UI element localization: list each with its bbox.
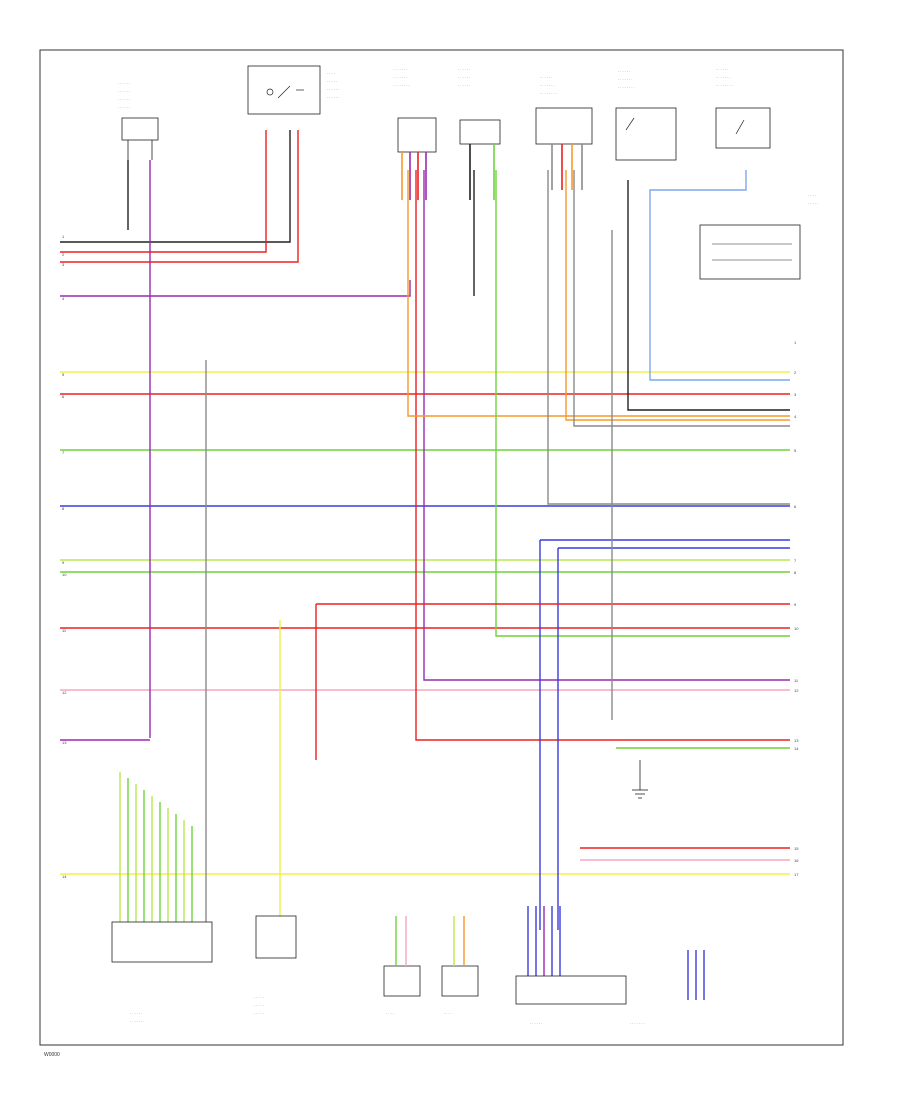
wire-harness — [60, 130, 790, 930]
svg-text:. . . . . . .: . . . . . . . — [630, 1020, 644, 1025]
svg-text:15: 15 — [794, 846, 799, 851]
svg-text:. . . . . . . .: . . . . . . . . — [540, 90, 557, 95]
svg-text:. . . . .: . . . . . — [254, 1002, 264, 1007]
svg-text:6: 6 — [62, 394, 65, 399]
svg-text:. . . . . .: . . . . . . — [530, 1020, 542, 1025]
svg-text:. . . . . . . .: . . . . . . . . — [393, 82, 410, 87]
svg-text:4: 4 — [62, 296, 65, 301]
pin-labels-left: 1 2 3 4 5 6 7 8 9 10 11 12 13 14 — [62, 234, 67, 879]
bottom-sensors: . . . . . . . . . . . . . . . . . . . . … — [254, 915, 479, 1015]
svg-text:14: 14 — [62, 874, 67, 879]
svg-text:2: 2 — [794, 370, 797, 375]
svg-text:. . . . .: . . . . . — [254, 1010, 264, 1015]
svg-text:. . . . . . .: . . . . . . . — [130, 1018, 144, 1023]
svg-text:. . . .: . . . . — [444, 1010, 452, 1015]
svg-text:. . . . . .: . . . . . . — [618, 68, 630, 73]
svg-text:. . . . . .: . . . . . . — [327, 86, 339, 91]
svg-text:. . . . . . .: . . . . . . . — [393, 66, 407, 71]
svg-text:. . . . . . .: . . . . . . . — [618, 76, 632, 81]
bottom-left-connector: . . . . . . . . . . . . . — [111, 772, 213, 1023]
component-right-front-sensor-a: . . . . . . . . . . . . . . . . . . . . … — [393, 66, 437, 153]
svg-text:. . . . . .: . . . . . . — [130, 1010, 142, 1015]
pin-labels-right: 1 2 3 4 5 6 7 8 9 10 11 12 13 14 15 16 1… — [794, 340, 799, 877]
bottom-right-connectors: . . . . . . . . . . . . . — [515, 906, 705, 1025]
component-fuel-relay: . . . . . . . . . . . . . . . . . . . . … — [247, 65, 339, 115]
svg-text:. . . . . . .: . . . . . . . — [393, 74, 407, 79]
svg-text:2: 2 — [62, 252, 65, 257]
svg-text:. . . . . .: . . . . . . — [458, 82, 470, 87]
svg-text:. . . . . . . .: . . . . . . . . — [618, 84, 635, 89]
svg-text:8: 8 — [62, 506, 65, 511]
connector-stubs — [401, 144, 583, 200]
abs-control-module: . . . . . . . . . — [699, 192, 818, 280]
component-right-rear-sensor: . . . . . . . . . . . . . . . . . . . . … — [715, 66, 771, 149]
svg-text:. . . . . .: . . . . . . — [540, 74, 552, 79]
svg-text:4: 4 — [794, 414, 797, 419]
svg-text:12: 12 — [62, 690, 67, 695]
svg-text:. . . .: . . . . — [808, 192, 816, 197]
svg-text:13: 13 — [794, 738, 799, 743]
svg-text:. . . . . . . .: . . . . . . . . — [716, 82, 733, 87]
svg-text:. . . . . .: . . . . . . — [118, 88, 130, 93]
svg-text:. . . . . .: . . . . . . — [118, 96, 130, 101]
svg-text:1: 1 — [62, 234, 65, 239]
svg-text:9: 9 — [794, 602, 797, 607]
svg-text:3: 3 — [794, 392, 797, 397]
svg-text:. . . . .: . . . . . — [327, 78, 337, 83]
svg-text:16: 16 — [794, 858, 799, 863]
svg-text:11: 11 — [794, 678, 799, 683]
svg-text:. . . . . .: . . . . . . — [327, 94, 339, 99]
ground-symbol — [632, 760, 648, 799]
component-left-front-sensor: . . . . . . . . . . . . . . . . . . . . … — [118, 80, 159, 160]
svg-text:7: 7 — [794, 558, 797, 563]
diagram-border — [39, 49, 844, 1046]
svg-text:. . . . . . .: . . . . . . . — [540, 82, 554, 87]
svg-text:10: 10 — [62, 572, 67, 577]
svg-text:. . . . . . .: . . . . . . . — [716, 74, 730, 79]
svg-text:11: 11 — [62, 628, 67, 633]
svg-text:8: 8 — [794, 570, 797, 575]
footer-code: W0000 — [44, 1052, 60, 1058]
svg-text:5: 5 — [62, 372, 65, 377]
svg-text:12: 12 — [794, 688, 799, 693]
svg-text:. . . . . .: . . . . . . — [458, 66, 470, 71]
svg-text:. . . . . .: . . . . . . — [118, 80, 130, 85]
svg-text:13: 13 — [62, 740, 67, 745]
svg-text:7: 7 — [62, 450, 65, 455]
svg-text:14: 14 — [794, 746, 799, 751]
component-left-rear-sensor: . . . . . . . . . . . . . . . . . . . . … — [535, 74, 593, 145]
svg-text:5: 5 — [794, 448, 797, 453]
svg-text:10: 10 — [794, 626, 799, 631]
svg-text:6: 6 — [794, 504, 797, 509]
svg-text:1: 1 — [794, 340, 797, 345]
svg-text:. . . . .: . . . . . — [808, 200, 818, 205]
svg-text:. . . . .: . . . . . — [254, 994, 264, 999]
svg-text:. . . . . .: . . . . . . — [716, 66, 728, 71]
svg-text:3: 3 — [62, 262, 65, 267]
svg-text:17: 17 — [794, 872, 799, 877]
svg-text:9: 9 — [62, 560, 65, 565]
component-right-front-sensor-b: . . . . . . . . . . . . . . . . . . — [458, 66, 501, 145]
component-brake-switch: . . . . . . . . . . . . . . . . . . . . … — [615, 68, 677, 161]
svg-text:. . . . . .: . . . . . . — [458, 74, 470, 79]
svg-text:. . . . . .: . . . . . . — [118, 104, 130, 109]
svg-text:. . . .: . . . . — [386, 1010, 394, 1015]
svg-text:. . . .: . . . . — [327, 70, 335, 75]
